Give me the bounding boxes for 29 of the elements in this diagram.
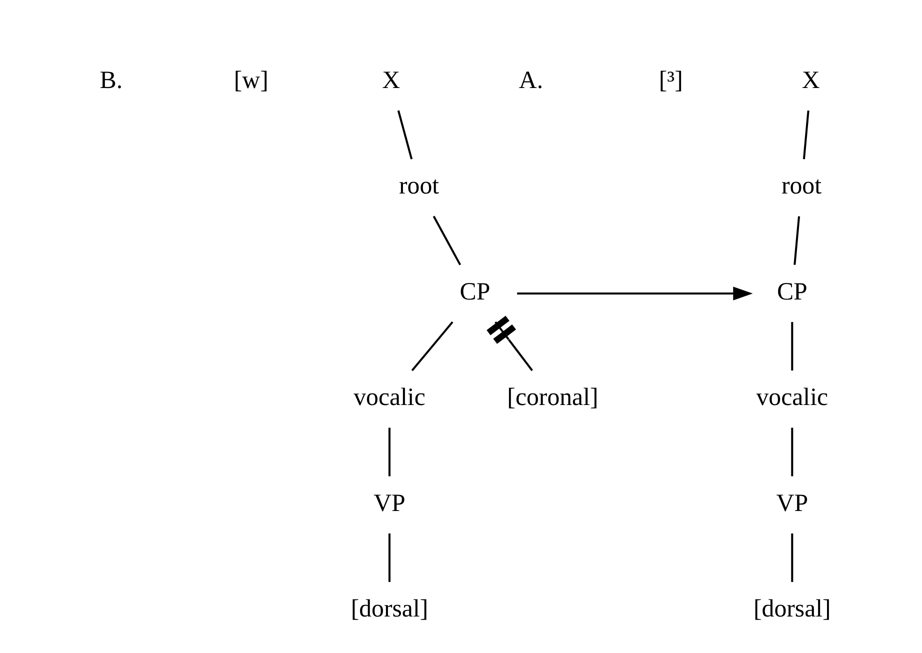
label: B. xyxy=(100,66,123,94)
connector xyxy=(411,321,454,372)
node-text: VP xyxy=(374,490,406,517)
node-text: X xyxy=(382,66,400,94)
connector xyxy=(791,428,794,476)
node-text: vocalic xyxy=(756,384,828,412)
label: A. xyxy=(518,66,544,94)
node-text: CP xyxy=(776,278,808,306)
node-text: root xyxy=(399,172,440,200)
connector xyxy=(802,110,810,160)
node-text: VP xyxy=(776,490,808,517)
label: [w] xyxy=(234,66,268,94)
label: [³] xyxy=(658,66,683,94)
node-text: [coronal] xyxy=(507,384,598,412)
connector xyxy=(388,428,390,476)
connector xyxy=(791,322,794,371)
node-text: CP xyxy=(460,278,490,306)
connector xyxy=(486,316,533,372)
connector xyxy=(397,110,413,160)
node-text: X xyxy=(802,66,820,94)
connector xyxy=(388,533,390,582)
node-text: vocalic xyxy=(354,384,426,412)
node-text: [dorsal] xyxy=(350,596,428,623)
connector xyxy=(791,533,794,582)
node-text: [dorsal] xyxy=(753,596,831,623)
connector xyxy=(794,216,800,265)
node-text: root xyxy=(781,172,822,200)
connector xyxy=(432,216,462,266)
arrow xyxy=(517,286,753,300)
